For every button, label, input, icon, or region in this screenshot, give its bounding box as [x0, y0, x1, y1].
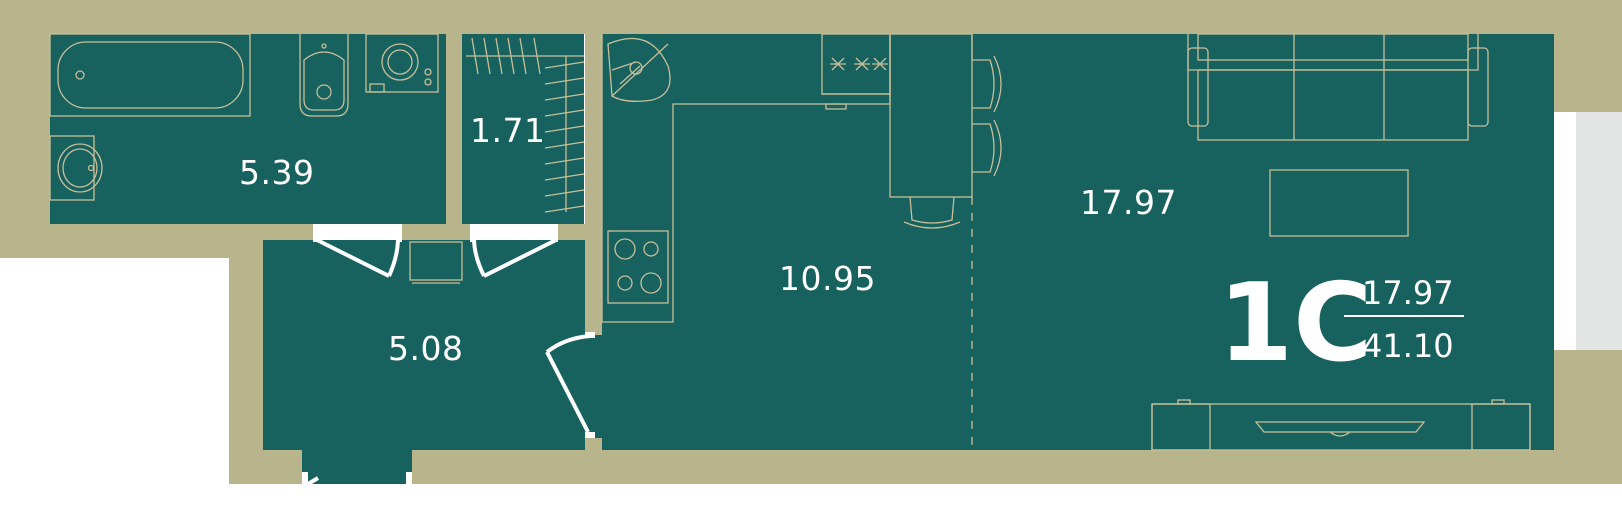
- kitchen-door: [545, 332, 595, 438]
- internal-walls: [263, 34, 602, 450]
- wardrobe-rack: [466, 37, 585, 213]
- wall-closet-kitchen: [585, 34, 602, 335]
- bar-counter: [889, 33, 973, 229]
- entrance-jamb-left: [302, 472, 308, 484]
- floor-hall: [263, 240, 585, 450]
- kitchen-area-label: 10.95: [779, 259, 876, 298]
- wall-bath-closet: [446, 34, 462, 240]
- tv-stand: [1151, 399, 1531, 451]
- bathroom-area-label: 5.39: [239, 153, 314, 192]
- washbasin: [49, 135, 103, 201]
- hall-area-label: 5.08: [388, 329, 463, 368]
- wall-hall-right-lower: [585, 438, 602, 450]
- wall-hall-top-right: [558, 224, 602, 240]
- sofa: [1187, 33, 1489, 141]
- summary-living-area: 17.97: [1362, 274, 1454, 312]
- bathroom-door: [313, 234, 402, 278]
- wall-bottom: [229, 450, 1622, 484]
- coffee-table: [1269, 169, 1409, 237]
- wall-left-lower: [229, 224, 263, 484]
- toilet: [299, 34, 349, 117]
- bathtub: [49, 33, 251, 117]
- wall-hall-top-mid: [402, 224, 470, 240]
- summary-total-area: 41.10: [1362, 327, 1454, 365]
- wall-left-upper: [0, 0, 50, 258]
- window-right-frame: [1554, 112, 1576, 350]
- wall-right-upper: [1554, 0, 1622, 112]
- wall-top: [0, 0, 1622, 34]
- hall-cabinet: [409, 241, 463, 284]
- entrance-door-arc: [306, 476, 320, 486]
- entrance-opening: [302, 450, 412, 484]
- wall-right-lower: [1554, 350, 1622, 484]
- closet-door: [470, 234, 558, 278]
- closet-area-label: 1.71: [470, 111, 545, 150]
- bar-stools: [972, 55, 1002, 177]
- floor-bathroom: [50, 34, 446, 224]
- floors: [50, 34, 1554, 450]
- wall-hall-top-left: [263, 224, 313, 240]
- walls: [0, 0, 1622, 484]
- floor-hall-link: [585, 335, 602, 440]
- apartment-type: 1С: [1218, 261, 1372, 386]
- floor-kitchen-living: [602, 34, 1554, 450]
- living-area-label: 17.97: [1080, 183, 1177, 222]
- entrance-jamb-right: [406, 472, 412, 484]
- cooktop: [607, 230, 669, 304]
- washing-machine: [365, 33, 439, 93]
